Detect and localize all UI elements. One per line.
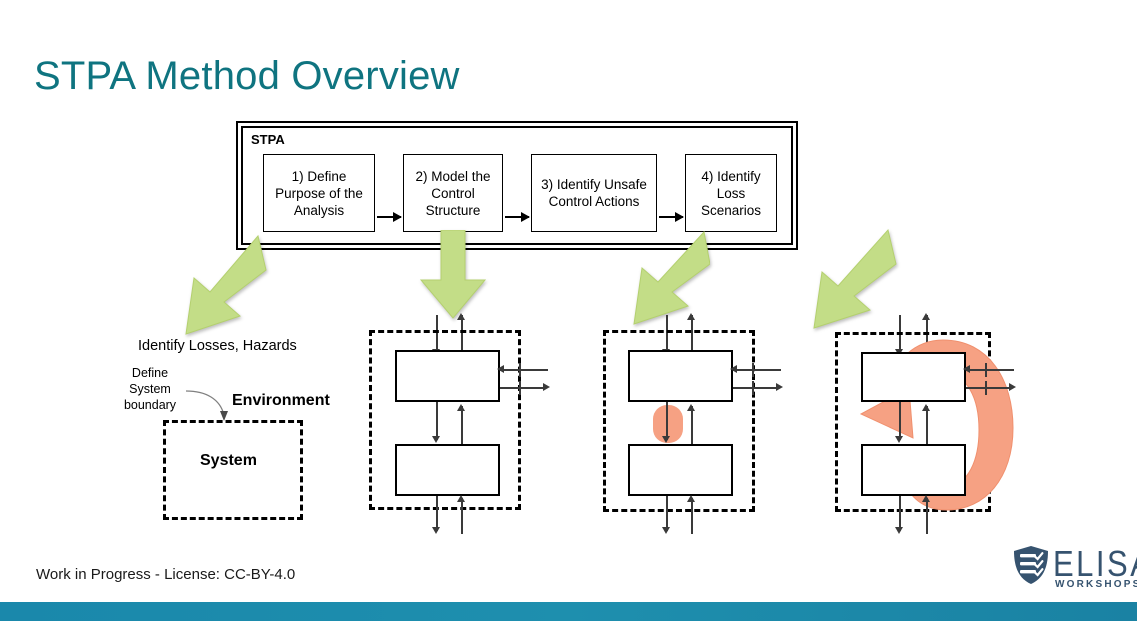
green-arrow-down-right-icon <box>778 228 898 336</box>
uca-boundary-box <box>603 330 755 512</box>
ls-right-out-arrow <box>1009 383 1016 391</box>
define-boundary-callout: Define System boundary <box>123 366 177 412</box>
stpa-step-connector-1 <box>377 212 402 222</box>
cs-boundary-box <box>369 330 521 510</box>
stpa-step-connector-2 <box>505 212 530 222</box>
green-arrow-down-icon <box>408 230 498 322</box>
uca-bottom-up-arrow <box>687 495 695 502</box>
system-label: System <box>200 452 257 469</box>
uca-right-out-tick <box>752 381 754 395</box>
cs-right-in-line <box>500 369 548 371</box>
cs-bottom-down-arrow <box>432 527 440 534</box>
cs-right-out-line <box>500 387 545 389</box>
loss-scenarios-diagram <box>825 305 1055 545</box>
stpa-step-4-label: 4) Identify Loss Scenarios <box>700 168 762 218</box>
cs-mid-up-arrow <box>457 404 465 411</box>
stpa-label: STPA <box>251 132 285 147</box>
ls-bottom-down-line <box>899 496 901 531</box>
stpa-step-2[interactable]: 2) Model the Control Structure <box>403 154 503 232</box>
environment-label: Environment <box>232 392 330 409</box>
elisa-wordmark: ELISA <box>1053 543 1137 585</box>
ls-right-out-line <box>966 387 1011 389</box>
green-arrow-down-left-icon <box>152 232 272 342</box>
ls-right-in-line <box>966 369 1014 371</box>
system-boundary-box <box>163 420 303 520</box>
cs-right-out-tick <box>519 381 521 395</box>
losses-heading: Identify Losses, Hazards <box>138 338 297 354</box>
cs-out-line-top <box>461 315 463 357</box>
ls-mid-down-line <box>899 402 901 440</box>
cs-process-box <box>395 444 500 496</box>
uca-bottom-down-line <box>666 496 668 531</box>
elisa-logo <box>1012 545 1050 590</box>
ls-bottom-down-arrow <box>895 527 903 534</box>
uca-mid-down-line <box>666 402 668 440</box>
cs-right-in-tick <box>519 363 521 377</box>
ls-controller-box <box>861 352 966 402</box>
page-title: STPA Method Overview <box>34 54 460 98</box>
uca-mid-up-arrow <box>687 404 695 411</box>
cs-bottom-up-arrow <box>457 495 465 502</box>
uca-in-line-top <box>666 315 668 353</box>
uca-mid-up-line <box>691 406 693 444</box>
uca-right-out-arrow <box>776 383 783 391</box>
cs-mid-down-line <box>436 402 438 440</box>
uca-out-line-top <box>691 315 693 357</box>
ls-process-box <box>861 444 966 496</box>
ls-bottom-up-line <box>926 498 928 534</box>
stpa-step-4[interactable]: 4) Identify Loss Scenarios <box>685 154 777 232</box>
uca-right-in-tick <box>752 363 754 377</box>
callout-curve-icon <box>185 390 228 421</box>
cs-in-line-top <box>436 315 438 353</box>
ls-mid-down-arrow <box>895 436 903 443</box>
stpa-step-2-label: 2) Model the Control Structure <box>415 168 491 218</box>
unsafe-control-actions-diagram <box>595 305 815 545</box>
uca-right-in-arrow <box>730 365 737 373</box>
stpa-step-connector-3 <box>659 212 684 222</box>
elisa-subtitle: WORKSHOPS <box>1055 579 1137 590</box>
uca-process-box <box>628 444 733 496</box>
ls-right-out-tick <box>985 381 987 395</box>
ls-out-arrow-top <box>922 313 930 320</box>
uca-bottom-down-arrow <box>662 527 670 534</box>
footer-license-text: Work in Progress - License: CC-BY-4.0 <box>36 566 296 583</box>
ls-right-in-tick <box>985 363 987 377</box>
cs-out-arrow-top <box>457 313 465 320</box>
cs-mid-down-arrow <box>432 436 440 443</box>
ls-bottom-up-arrow <box>922 495 930 502</box>
uca-right-out-line <box>733 387 778 389</box>
ls-out-line-top <box>926 315 928 357</box>
ls-right-in-arrow <box>963 365 970 373</box>
cs-mid-up-line <box>461 406 463 444</box>
uca-right-in-line <box>733 369 781 371</box>
stpa-step-3[interactable]: 3) Identify Unsafe Control Actions <box>531 154 657 232</box>
shield-checklist-icon <box>1014 546 1048 584</box>
uca-out-arrow-top <box>687 313 695 320</box>
control-structure-diagram <box>355 305 565 540</box>
uca-controller-box <box>628 350 733 402</box>
stpa-step-1[interactable]: 1) Define Purpose of the Analysis <box>263 154 375 232</box>
cs-right-in-arrow <box>497 365 504 373</box>
ls-mid-up-line <box>926 406 928 444</box>
stpa-process-box-inner: STPA 1) Define Purpose of the Analysis 2… <box>241 126 793 245</box>
cs-bottom-up-line <box>461 498 463 534</box>
cs-bottom-down-line <box>436 496 438 531</box>
cs-controller-box <box>395 350 500 402</box>
cs-right-out-arrow <box>543 383 550 391</box>
green-arrow-down-left-2-icon <box>600 228 710 328</box>
losses-hazards-diagram: Identify Losses, Hazards Define System b… <box>110 330 360 530</box>
stpa-step-1-label: 1) Define Purpose of the Analysis <box>275 168 363 218</box>
stpa-process-box: STPA 1) Define Purpose of the Analysis 2… <box>236 121 798 250</box>
uca-bottom-up-line <box>691 498 693 534</box>
uca-mid-down-arrow <box>662 436 670 443</box>
ls-mid-up-arrow <box>922 404 930 411</box>
stpa-step-3-label: 3) Identify Unsafe Control Actions <box>541 177 647 209</box>
accent-bottom-bar <box>0 602 1137 621</box>
